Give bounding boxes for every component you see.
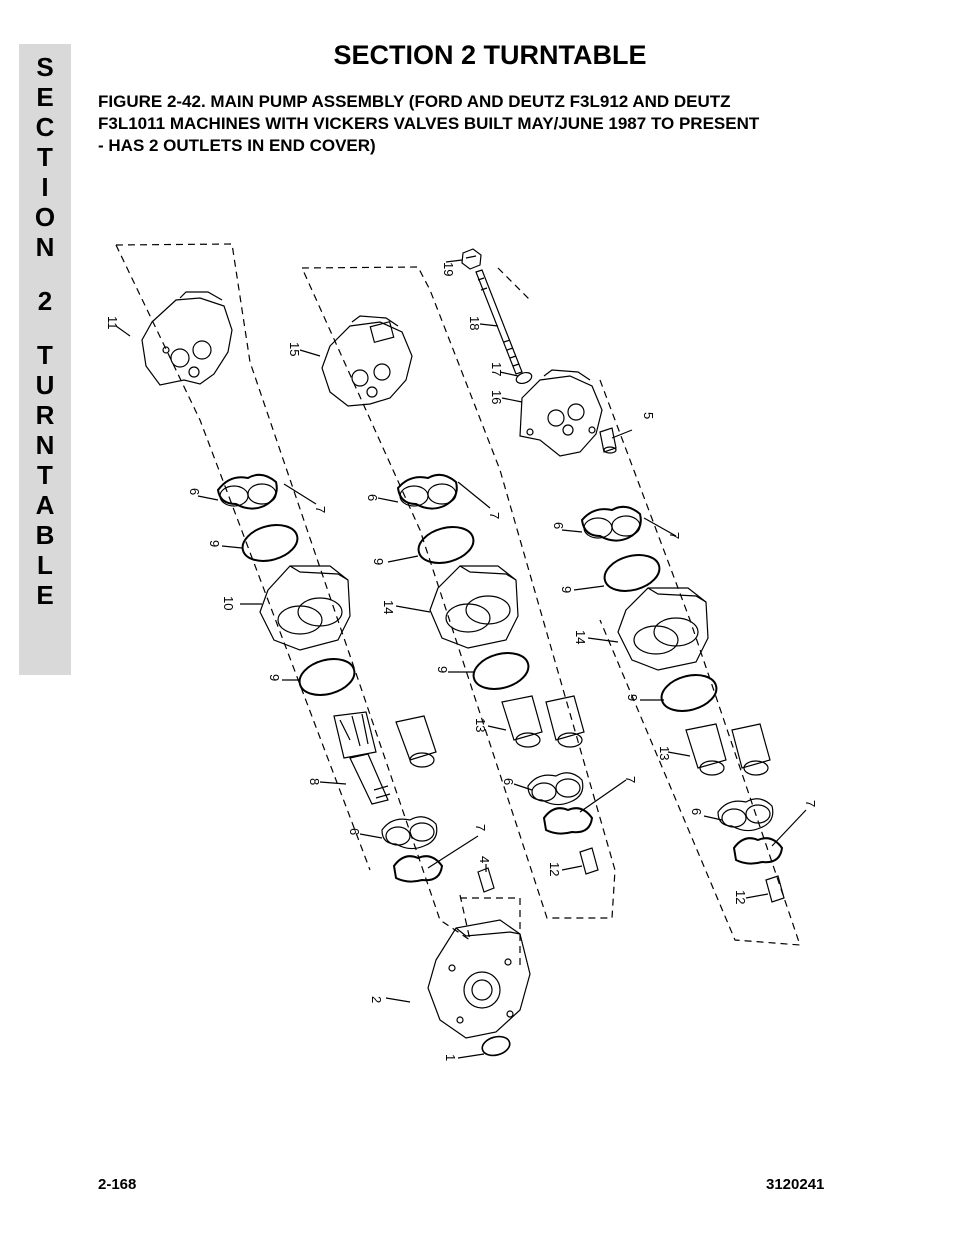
figure-caption-line: - HAS 2 OUTLETS IN END COVER) — [98, 136, 376, 155]
callout-6: 6 — [347, 828, 362, 835]
part-1-2-body — [427, 919, 531, 1057]
side-tab-letter: E — [36, 82, 54, 112]
callout-9: 9 — [207, 540, 222, 547]
side-tab-letter: C — [35, 112, 55, 142]
part-4-12-fittings — [477, 847, 785, 903]
side-tab-letter: B — [35, 520, 55, 550]
callout-6: 6 — [365, 494, 380, 501]
callout-7: 7 — [803, 800, 818, 807]
side-tab-letters: S E C T I O N 2 T U R N T A B L E — [19, 52, 71, 610]
callout-18: 18 — [467, 316, 482, 330]
section-side-tab: S E C T I O N 2 T U R N T A B L E — [19, 44, 71, 675]
side-tab-letter: L — [37, 550, 53, 580]
figure-caption-line: F3L1011 MACHINES WITH VICKERS VALVES BUI… — [98, 114, 760, 133]
side-tab-letter: O — [34, 202, 56, 232]
part-17-washer — [515, 371, 533, 385]
side-tab-letter: N — [35, 430, 55, 460]
callout-8: 8 — [307, 778, 322, 785]
part-5-dowel — [599, 427, 617, 454]
figure-caption-line: FIGURE 2-42. MAIN PUMP ASSEMBLY (FORD AN… — [98, 92, 731, 111]
side-tab-letter: R — [35, 400, 55, 430]
part-19-nut — [461, 248, 482, 270]
callout-19: 19 — [441, 262, 456, 276]
side-tab-letter: I — [41, 172, 49, 202]
callout-7: 7 — [667, 532, 682, 539]
callout-17: 17 — [489, 362, 504, 376]
callout-leaders — [115, 259, 807, 1059]
callout-11: 11 — [105, 316, 120, 330]
side-tab-letter: N — [35, 232, 55, 262]
callout-14: 14 — [573, 630, 588, 644]
side-tab-letter: E — [36, 580, 54, 610]
side-tab-letter: T — [37, 142, 53, 172]
callout-9: 9 — [435, 666, 450, 673]
diagram-linework — [115, 243, 807, 1059]
assembly-outlines — [115, 243, 801, 965]
side-tab-letter: U — [35, 370, 55, 400]
document-number: 3120241 — [766, 1176, 825, 1193]
side-tab-letter: A — [35, 490, 55, 520]
callout-6: 6 — [551, 522, 566, 529]
part-15-plate — [321, 315, 413, 407]
callout-6: 6 — [689, 808, 704, 815]
side-tab-letter: 2 — [37, 286, 53, 316]
callout-12: 12 — [733, 890, 748, 904]
side-tab-letter: T — [37, 460, 53, 490]
callout-6: 6 — [501, 778, 516, 785]
part-11-plate — [141, 291, 233, 386]
part-8-13-gears — [333, 695, 771, 805]
callout-9: 9 — [625, 694, 640, 701]
callout-numbers: 19 18 17 16 5 11 15 6 7 6 7 6 7 9 9 9 10… — [105, 262, 818, 1061]
callout-7: 7 — [487, 512, 502, 519]
callout-9: 9 — [267, 674, 282, 681]
callout-2: 2 — [369, 996, 384, 1003]
part-6-7-upper-seals — [216, 473, 642, 542]
part-6-7-lower-seals — [381, 772, 784, 883]
callout-6: 6 — [187, 488, 202, 495]
callout-5: 5 — [641, 412, 656, 419]
part-18-stud — [475, 269, 523, 375]
callout-14: 14 — [381, 600, 396, 614]
callout-1: 1 — [443, 1054, 458, 1061]
side-tab-letter: T — [37, 340, 53, 370]
figure-caption: FIGURE 2-42. MAIN PUMP ASSEMBLY (FORD AN… — [98, 91, 858, 157]
page-title: SECTION 2 TURNTABLE — [333, 40, 647, 70]
callout-15: 15 — [287, 342, 302, 356]
callout-4: 4 — [477, 856, 492, 863]
callout-9: 9 — [371, 558, 386, 565]
part-9-orings — [241, 524, 718, 712]
callout-9: 9 — [559, 586, 574, 593]
callout-12: 12 — [547, 862, 562, 876]
part-10-14-housings — [259, 565, 709, 671]
callout-10: 10 — [221, 596, 236, 610]
callout-7: 7 — [313, 506, 328, 513]
side-tab-letter: S — [36, 52, 54, 82]
callout-7: 7 — [473, 824, 488, 831]
callout-13: 13 — [657, 746, 672, 760]
page-number: 2-168 — [98, 1176, 137, 1193]
callout-7: 7 — [623, 776, 638, 783]
callout-13: 13 — [473, 718, 488, 732]
callout-16: 16 — [489, 390, 504, 404]
part-16-plate — [519, 369, 603, 457]
